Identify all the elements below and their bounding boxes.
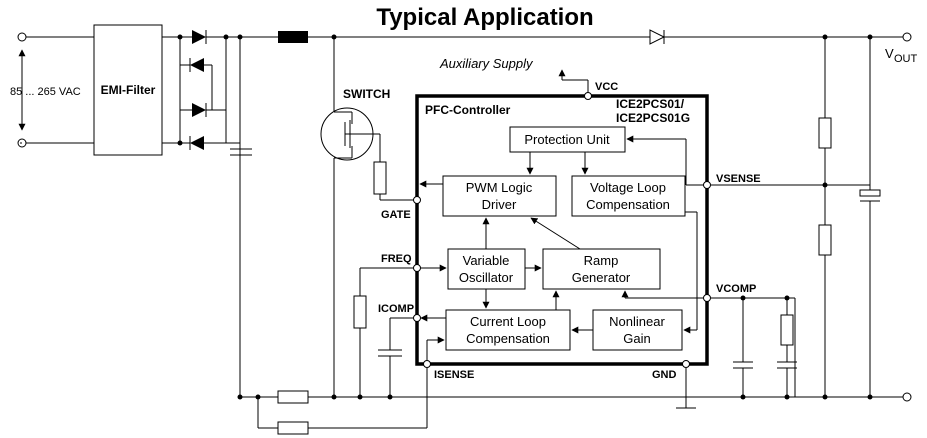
pwm-label-1: PWM Logic [466, 180, 533, 195]
emi-filter: EMI-Filter [93, 24, 163, 156]
nonlinear-gain: Nonlinear Gain [592, 309, 683, 351]
part-number-1: ICE2PCS01/ [616, 97, 685, 111]
protection-unit-label: Protection Unit [524, 132, 610, 147]
vsense-divider [711, 37, 870, 397]
pin-vcc [584, 92, 592, 100]
variable-oscillator: Variable Oscillator [447, 248, 526, 290]
cloop-label-2: Compensation [466, 331, 550, 346]
diagram-title: Typical Application [376, 4, 593, 31]
pwm-logic-driver: PWM Logic Driver [442, 175, 557, 217]
vcomp-network [711, 295, 797, 397]
aux-supply-label: Auxiliary Supply [439, 56, 534, 71]
diode-3 [192, 103, 206, 117]
diode-2 [190, 58, 204, 72]
input-terminal-top [17, 32, 27, 42]
vout-ground-terminal [902, 392, 912, 402]
sense-resistor-1 [277, 390, 309, 404]
internal-signals [419, 135, 707, 364]
pin-gate [413, 196, 421, 204]
ramp-generator: Ramp Generator [542, 248, 661, 290]
controller-pins: GATE FREQ ICOMP ISENSE GND VSENSE VCOMP [378, 173, 761, 381]
aux-supply: Auxiliary Supply VCC [439, 56, 618, 100]
ac-input: 85 ... 265 VAC [10, 32, 94, 148]
pwm-label-2: Driver [482, 197, 517, 212]
gnd-connection [676, 368, 696, 409]
pin-vcomp-label: VCOMP [716, 283, 756, 295]
cloop-label-1: Current Loop [470, 314, 546, 329]
top-rail [226, 29, 912, 45]
vloop-label-1: Voltage Loop [590, 180, 666, 195]
ground-rail [20, 142, 912, 435]
switch-label: SWITCH [343, 87, 390, 101]
vosc-label-1: Variable [463, 253, 510, 268]
pin-gate-label: GATE [381, 209, 411, 221]
bridge-rectifier [162, 30, 241, 397]
diode-1 [192, 30, 206, 44]
pin-vsense-label: VSENSE [716, 173, 761, 185]
protection-unit: Protection Unit [509, 126, 626, 153]
pin-isense [423, 360, 431, 368]
vout-label: V [885, 46, 894, 61]
boost-inductor [278, 31, 308, 43]
nonlin-label-2: Gain [623, 331, 650, 346]
pin-vcc-label: VCC [595, 81, 618, 93]
vosc-label-2: Oscillator [459, 270, 514, 285]
vloop-label-2: Compensation [586, 197, 670, 212]
part-number-2: ICE2PCS01G [616, 111, 690, 125]
voltage-loop-compensation: Voltage Loop Compensation [571, 175, 686, 217]
pin-vcomp [703, 294, 711, 302]
ramp-label-1: Ramp [584, 253, 619, 268]
sense-resistor-2 [277, 421, 309, 435]
nonlin-label-1: Nonlinear [609, 314, 665, 329]
gate-resistor [373, 161, 387, 195]
switch-mosfet: SWITCH [320, 37, 416, 397]
vout-terminal [902, 32, 912, 42]
icomp-capacitor [378, 317, 414, 397]
output-capacitor [859, 37, 881, 397]
diode-4 [190, 136, 204, 150]
ramp-label-2: Generator [572, 270, 631, 285]
pin-freq-label: FREQ [381, 253, 412, 265]
pin-gnd [682, 360, 690, 368]
pin-icomp [413, 314, 421, 322]
current-loop-compensation: Current Loop Compensation [445, 309, 571, 351]
pin-gnd-label: GND [652, 369, 677, 381]
input-capacitor [230, 37, 252, 397]
boost-diode [649, 29, 666, 45]
pin-freq [413, 264, 421, 272]
pin-icomp-label: ICOMP [378, 303, 414, 315]
controller-label: PFC-Controller [425, 103, 511, 117]
emi-filter-label: EMI-Filter [101, 83, 156, 97]
freq-resistor [353, 267, 414, 397]
vout-subscript: OUT [894, 53, 918, 65]
pin-vsense [703, 181, 711, 189]
pin-isense-label: ISENSE [434, 369, 474, 381]
input-voltage-label: 85 ... 265 VAC [10, 86, 81, 98]
